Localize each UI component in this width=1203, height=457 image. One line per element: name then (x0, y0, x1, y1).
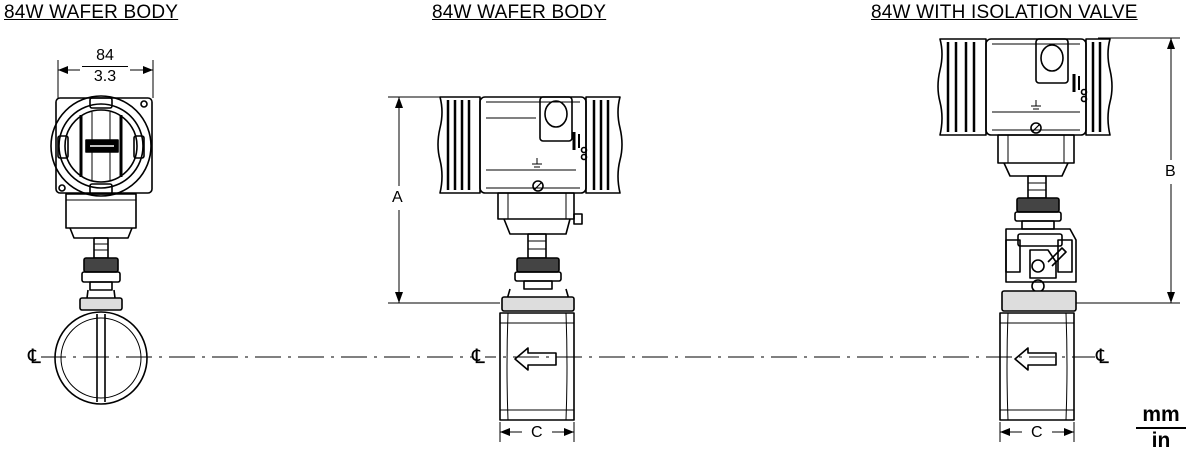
width-in-value: 3.3 (93, 68, 117, 85)
right-view-with-isolation-valve (937, 37, 1180, 442)
title-middle-view: 84W WAFER BODY (432, 2, 607, 23)
width-mm-value: 84 (82, 48, 128, 67)
units-legend: mm in (1136, 404, 1186, 451)
units-in: in (1151, 429, 1171, 452)
dimension-label-c-right: C (1031, 424, 1043, 441)
centerline-symbol-middle: ℄ (472, 346, 485, 368)
width-dimension-label: 84 3.3 (82, 48, 128, 85)
middle-view-side-elevation (388, 96, 623, 442)
title-right-view: 84W WITH ISOLATION VALVE (871, 2, 1138, 23)
left-view-end-elevation (50, 60, 154, 405)
units-mm: mm (1136, 404, 1186, 429)
centerline-symbol-right: ℄ (1096, 346, 1109, 368)
dimension-label-c-middle: C (531, 424, 543, 441)
title-left-view: 84W WAFER BODY (4, 2, 179, 23)
dimension-label-a: A (392, 189, 403, 206)
dimension-label-b: B (1165, 163, 1176, 180)
centerline-symbol-left: ℄ (28, 346, 41, 368)
